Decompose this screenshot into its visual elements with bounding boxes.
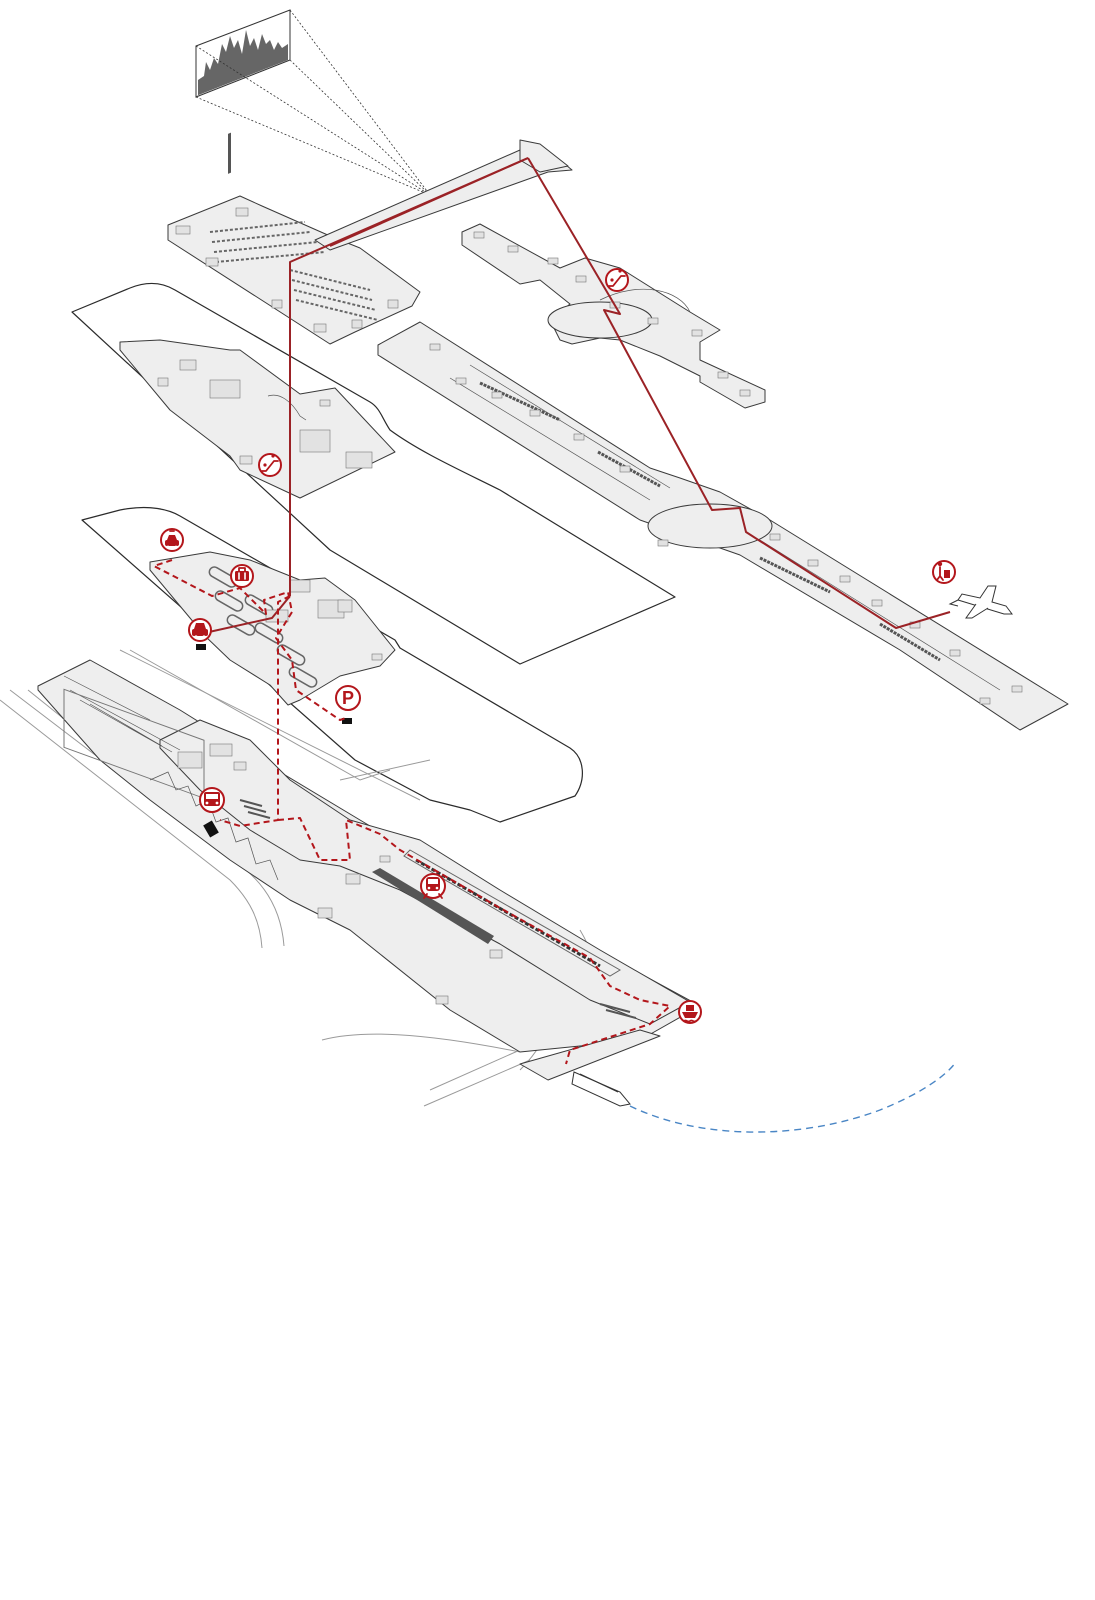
projection-line-1 — [195, 45, 431, 196]
mezzanine-outline — [71, 282, 676, 665]
ferry-icon — [678, 1000, 702, 1024]
road-line-4 — [119, 649, 421, 801]
rail-platform — [372, 868, 494, 944]
road-line-8 — [429, 1049, 521, 1091]
road-line-5 — [129, 649, 391, 781]
platform-edge — [415, 858, 601, 968]
mezzanine-rooms — [157, 359, 373, 469]
ferry-pier — [519, 1029, 661, 1081]
seating-grid — [209, 132, 379, 321]
forecourt-steps — [149, 771, 279, 881]
baggage-icon — [230, 564, 254, 588]
dashed-passenger-route — [153, 559, 671, 1065]
projection-line-3 — [289, 59, 431, 196]
road-line-6 — [339, 759, 431, 781]
bus-lot — [63, 675, 205, 799]
parking-letter: P — [342, 688, 354, 708]
bus-icon — [199, 787, 225, 813]
upper-right-concourse — [461, 223, 766, 409]
top-terminal-rooms — [175, 207, 399, 333]
pier-rooms — [429, 343, 1023, 705]
ground-level — [0, 649, 701, 1107]
rail-track — [403, 849, 621, 977]
projection-line-2 — [289, 9, 431, 196]
ferry-water-route — [629, 1061, 957, 1133]
skyline-silhouette — [196, 30, 288, 96]
landside-level — [81, 506, 583, 823]
bus-vehicle — [203, 820, 219, 838]
landside-outline — [81, 506, 583, 823]
taxi-icon — [188, 618, 212, 642]
mezzanine-level — [71, 282, 676, 665]
taxi-route-line — [199, 595, 291, 635]
ferry-vehicle — [571, 1071, 631, 1107]
main-route-line — [289, 157, 951, 629]
escalator-icon-mezzanine — [258, 453, 282, 477]
car-near-taxi — [196, 644, 206, 650]
skyline-inset — [195, 9, 431, 196]
road-line-9 — [321, 1033, 521, 1053]
projection-line-4 — [195, 96, 431, 196]
upper-concourse-hub — [547, 301, 653, 339]
top-terminal-hall — [167, 195, 421, 345]
taxi-call-icon — [160, 528, 184, 552]
road-line-1 — [0, 699, 263, 949]
car-near-parking — [342, 718, 352, 724]
mezzanine-floor — [119, 339, 396, 499]
escalator-icon — [605, 268, 629, 292]
train-icon — [420, 873, 446, 899]
check-in-icon — [932, 560, 956, 584]
parking-ramps — [208, 566, 318, 688]
airplane-icon — [948, 585, 1013, 619]
ground-rooms — [177, 743, 503, 1005]
ground-terminal-block — [159, 719, 691, 1025]
parking-icon: P — [335, 685, 361, 711]
pier-benches — [479, 381, 941, 662]
parking-bays — [239, 799, 637, 1019]
road-line-7 — [423, 1059, 531, 1107]
